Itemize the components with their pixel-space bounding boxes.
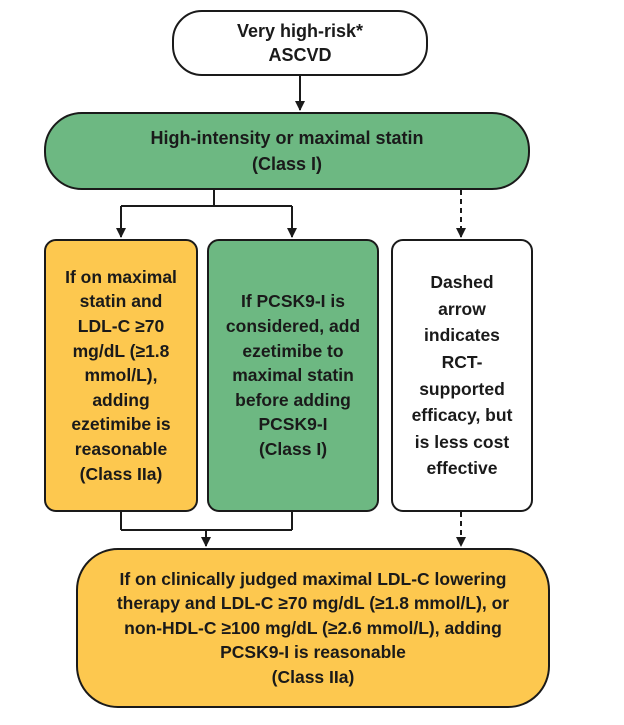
node-text-line: LDL-C ≥70: [77, 316, 165, 337]
node-text-line: efficacy, but: [411, 405, 513, 426]
node-text-line: therapy and LDL-C ≥70 mg/dL (≥1.8 mmol/L…: [116, 593, 510, 614]
node-text-line: If PCSK9-I is: [240, 291, 346, 312]
node-text-line: ASCVD: [268, 45, 332, 65]
node-text-line: ezetimibe is: [71, 414, 171, 435]
node-text-line: Very high-risk*: [236, 21, 364, 41]
node-text-line: maximal statin: [232, 365, 354, 386]
node-text-line: High-intensity or maximal statin: [150, 128, 424, 148]
node-text-line: reasonable: [74, 438, 168, 459]
node-text-line: indicates: [424, 325, 500, 346]
node-text-line: (Class I): [251, 154, 323, 174]
node-text-line: statin and: [79, 291, 163, 312]
node-text-line: ezetimibe to: [242, 340, 344, 361]
ezetimibe-reasonable-node: If on maximal statin and LDL-C ≥70 mg/dL…: [44, 239, 198, 512]
dashed-arrow-explanation-node: Dashed arrow indicates RCT- supported ef…: [391, 239, 533, 512]
node-text-line: non-HDL-C ≥100 mg/dL (≥2.6 mmol/L), addi…: [124, 617, 502, 638]
pcsk9-considered-node: If PCSK9-I is considered, add ezetimibe …: [207, 239, 379, 512]
high-intensity-statin-node: High-intensity or maximal statin (Class …: [44, 112, 530, 190]
node-text-line: mmol/L),: [84, 365, 158, 386]
node-text-line: (Class I): [258, 438, 328, 459]
node-text-line: (Class IIa): [271, 666, 355, 687]
node-text-line: before adding: [235, 389, 351, 410]
node-text-line: PCSK9-I is reasonable: [220, 642, 406, 663]
node-text-line: supported: [419, 378, 505, 399]
pcsk9-reasonable-node: If on clinically judged maximal LDL-C lo…: [76, 548, 550, 708]
node-text-line: RCT-: [441, 351, 483, 372]
node-text-line: Dashed: [430, 272, 494, 293]
node-text-line: mg/dL (≥1.8: [72, 340, 170, 361]
very-high-risk-ascvd-node: Very high-risk* ASCVD: [172, 10, 428, 76]
node-text-line: effective: [426, 458, 498, 479]
node-text-line: considered, add: [225, 316, 361, 337]
node-text-line: PCSK9-I: [258, 414, 328, 435]
node-text-line: adding: [92, 389, 150, 410]
node-text-line: is less cost: [414, 431, 510, 452]
node-text-line: arrow: [438, 298, 486, 319]
node-text-line: If on clinically judged maximal LDL-C lo…: [119, 568, 507, 589]
node-text-line: (Class IIa): [79, 463, 163, 484]
node-text-line: If on maximal: [65, 266, 177, 287]
